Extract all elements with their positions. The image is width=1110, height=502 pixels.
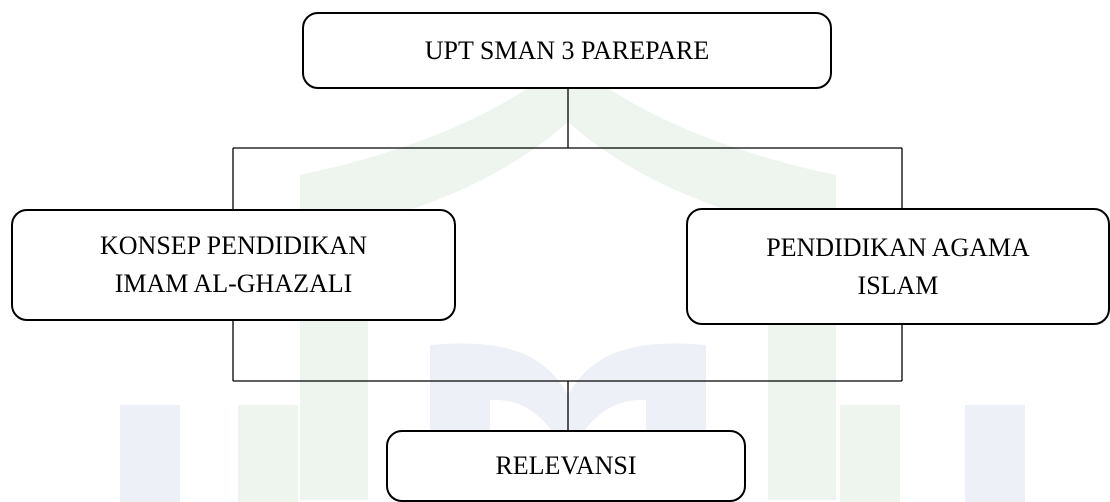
watermark-pillar-right-outer xyxy=(965,405,1025,502)
node-relevansi: RELEVANSI xyxy=(386,430,746,502)
node-right-label: PENDIDIKAN AGAMA ISLAM xyxy=(766,232,1030,300)
node-upt-sman-3-parepare: UPT SMAN 3 PAREPARE xyxy=(302,12,832,89)
node-bottom-label: RELEVANSI xyxy=(495,451,637,480)
watermark-arch-shape xyxy=(300,55,836,500)
node-pendidikan-agama-islam: PENDIDIKAN AGAMA ISLAM xyxy=(686,208,1110,325)
watermark-pillar-right-inner xyxy=(840,405,900,502)
watermark-pillar-left-inner xyxy=(238,405,298,502)
node-konsep-pendidikan: KONSEP PENDIDIKAN IMAM AL-GHAZALI xyxy=(11,209,456,321)
node-top-label: UPT SMAN 3 PAREPARE xyxy=(424,35,710,65)
node-left-label: KONSEP PENDIDIKAN IMAM AL-GHAZALI xyxy=(100,231,367,298)
watermark-pillar-left-outer xyxy=(120,405,180,502)
